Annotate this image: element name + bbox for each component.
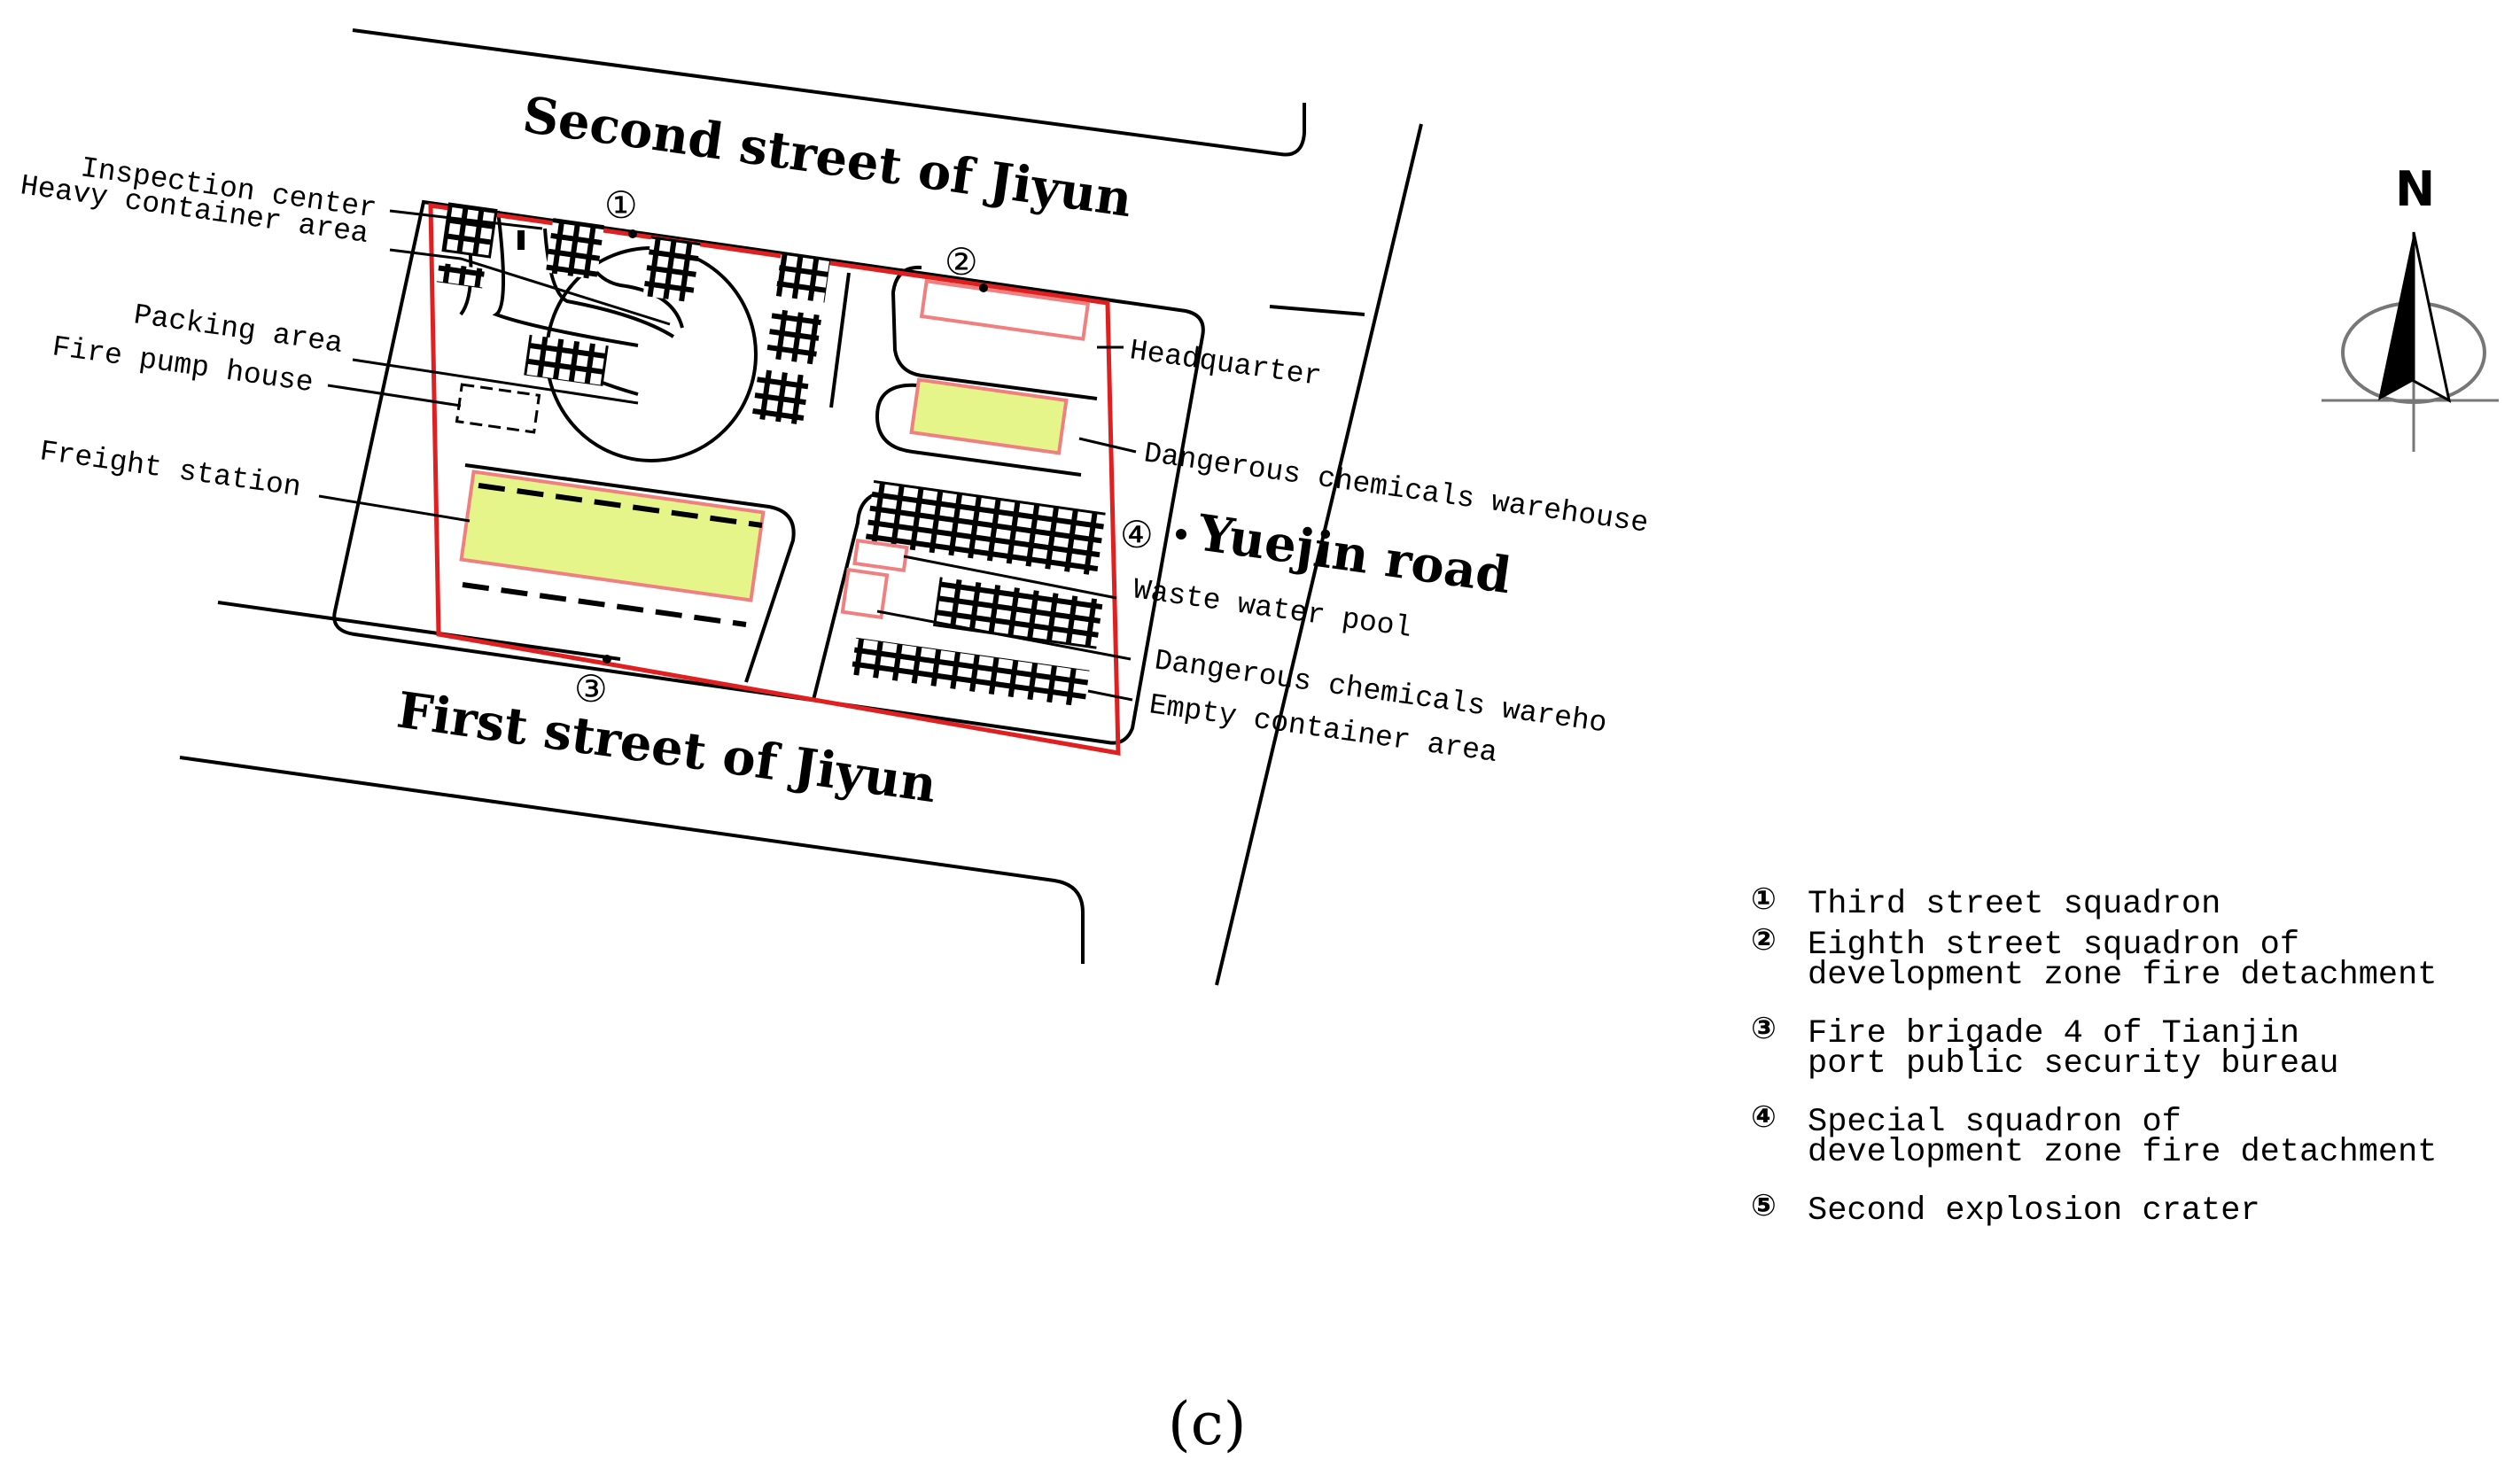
legend-text-1: Third street squadron [1808,886,2221,923]
map-marker-1: ① [604,183,638,227]
legend-text-3a: Fire brigade 4 of Tianjin [1808,1015,2299,1052]
legend-text-4b: development zone fire detachment [1808,1134,2438,1171]
legend-num-5: ⑤ [1751,1188,1777,1223]
site-boundary [428,203,1121,756]
legend-text-4a: Special squadron of [1808,1104,2182,1141]
compass-north-letter: N [2395,161,2435,217]
map-marker-4: ④ [1120,513,1154,556]
north-compass: N [2322,161,2499,452]
legend-num-3: ③ [1751,1011,1777,1046]
warehouse-grids [851,479,1106,708]
label-freight-station: Freight station [38,435,303,504]
legend-num-1: ① [1751,881,1777,917]
map-marker-2: ② [945,240,978,283]
road-lines [179,28,1423,986]
street-label-first: First street of Jiyun [393,681,940,815]
label-headquarter: Headquarter [1128,334,1324,393]
legend-text-5: Second explosion crater [1808,1192,2260,1230]
legend-num-2: ② [1751,922,1777,958]
site-block-outline [332,199,1205,745]
map-marker-3: ③ [574,667,608,710]
legend-text-3b: port public security bureau [1808,1045,2339,1083]
freight-station-marks [462,483,763,627]
container-grids [436,202,831,425]
buildings [455,279,1091,620]
legend-text-2a: Eighth street squadron of [1808,927,2299,964]
legend-num-4: ④ [1751,1099,1777,1135]
legend: ① Third street squadron ② Eighth street … [1751,881,2438,1230]
figure-caption: (c) [1168,1390,1246,1458]
leader-lines [318,209,1137,702]
legend-text-2b: development zone fire detachment [1808,957,2438,994]
